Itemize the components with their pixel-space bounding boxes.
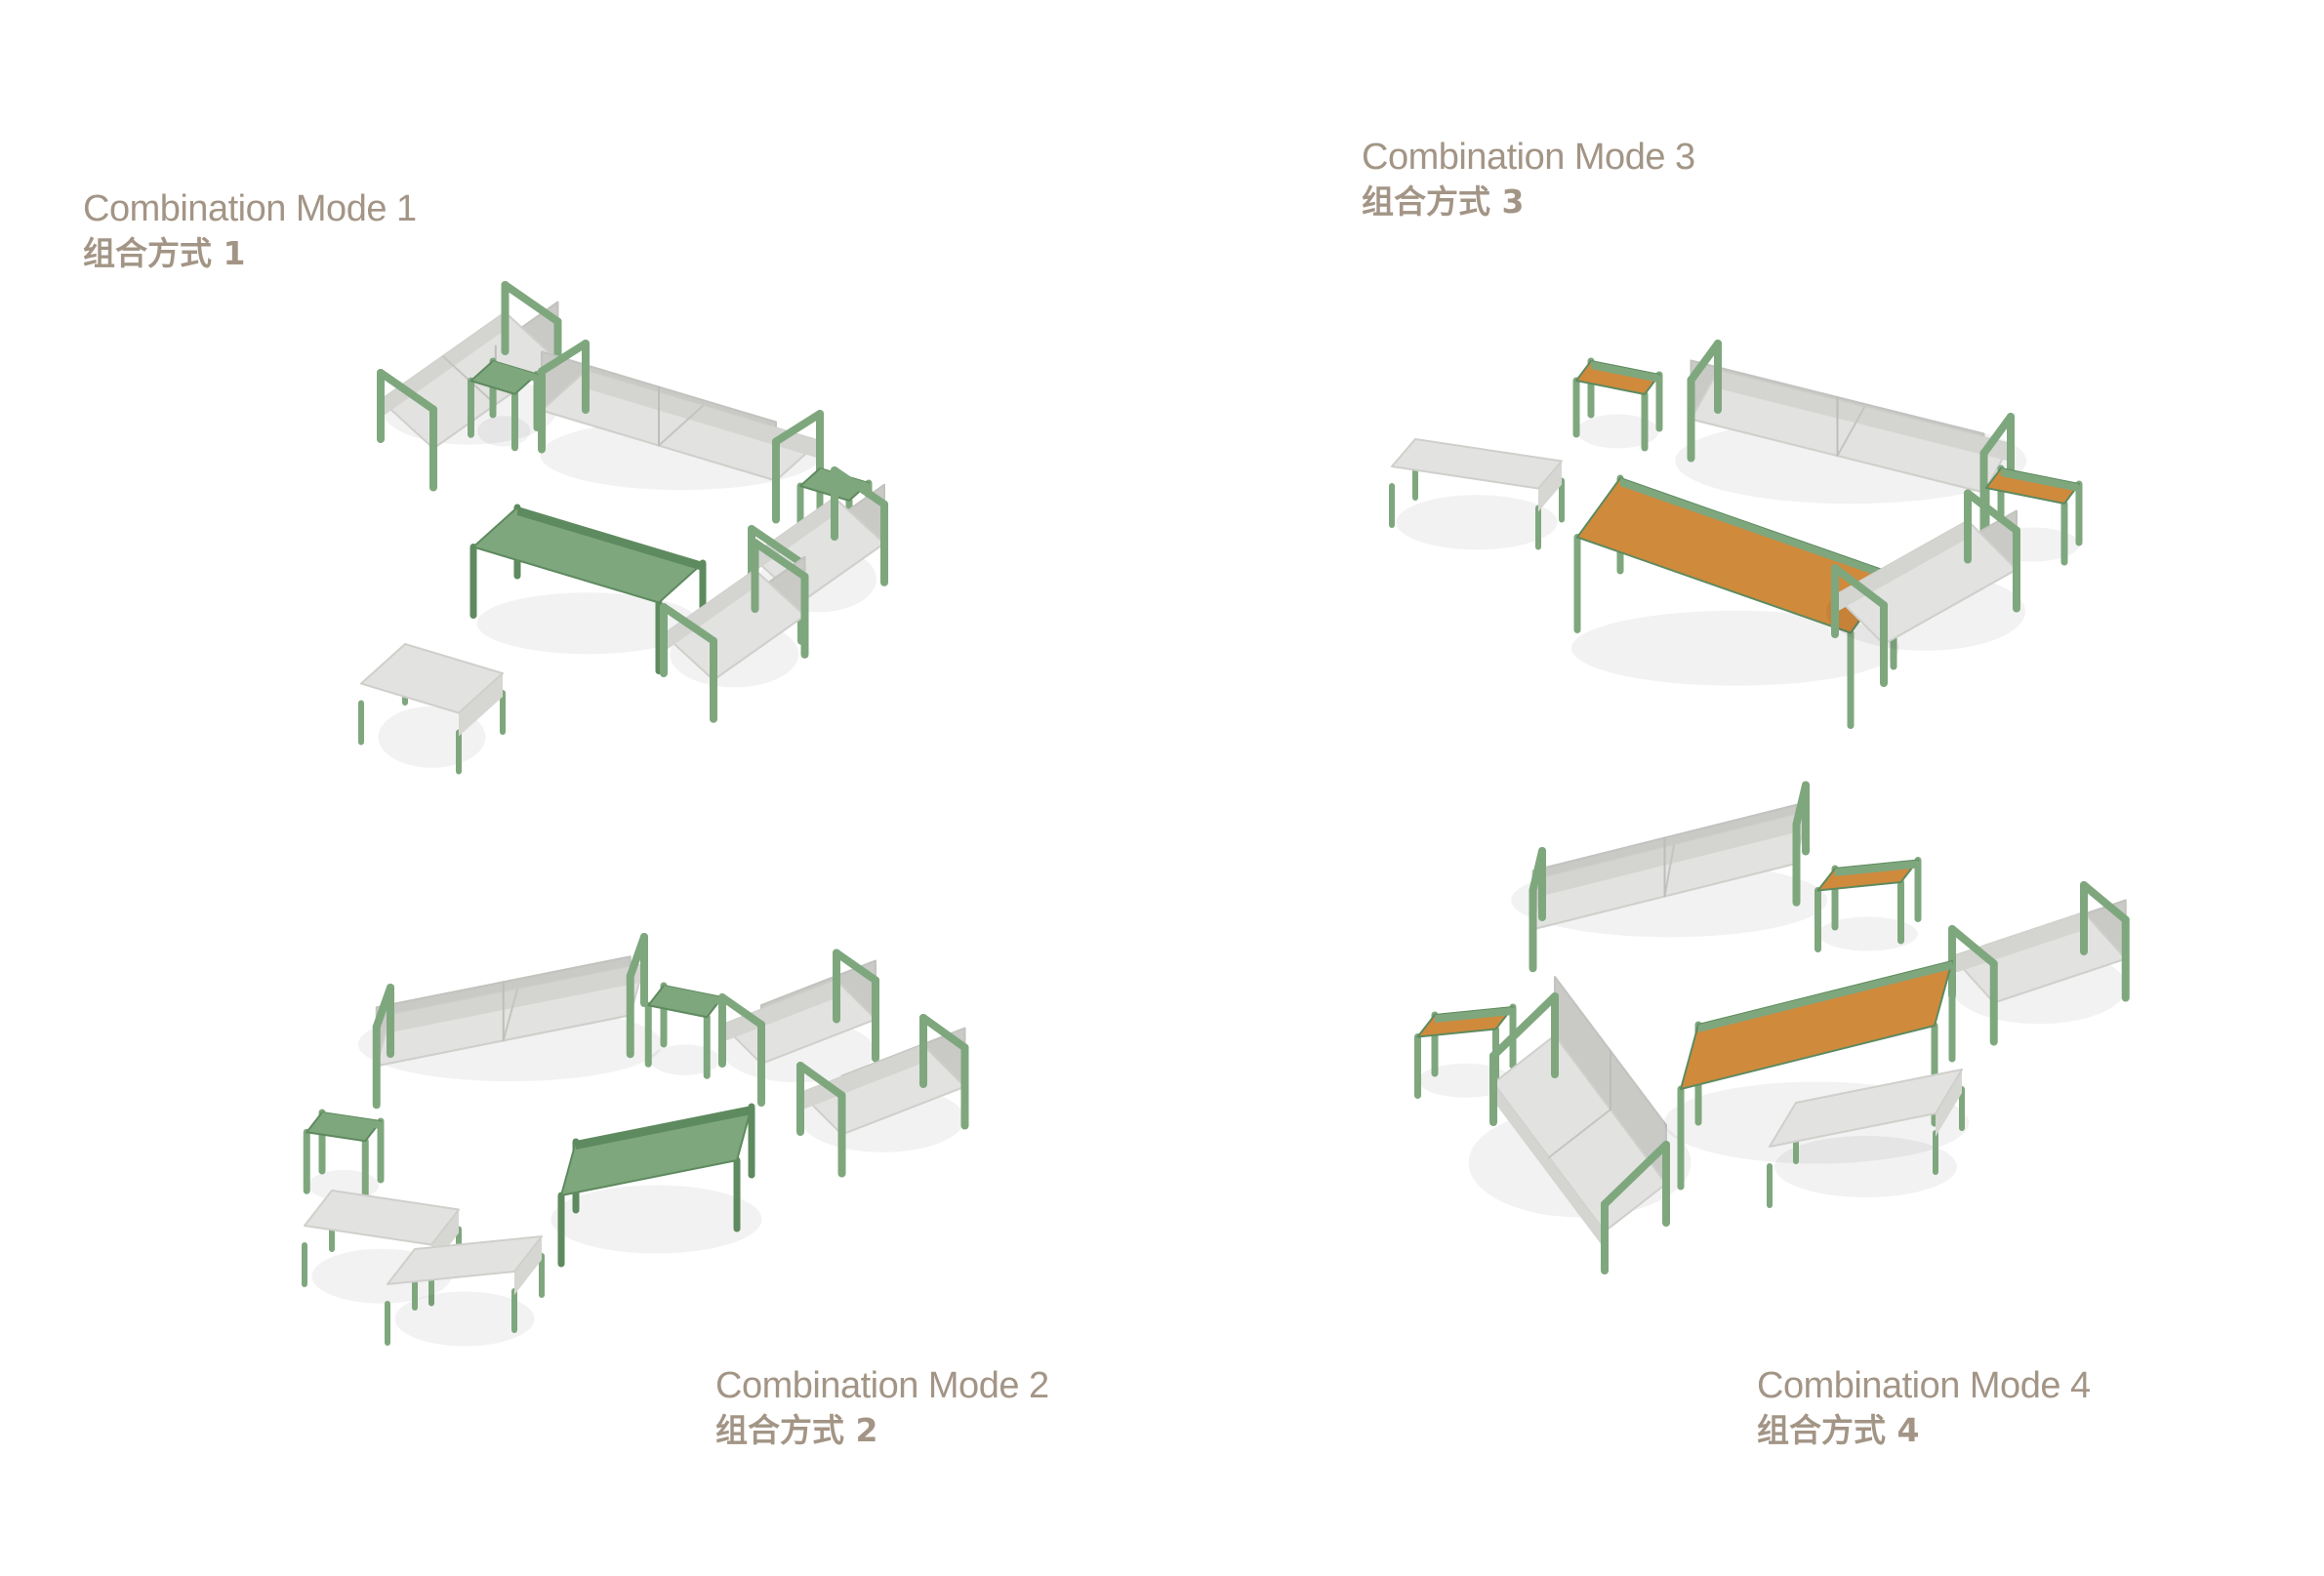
mode-3-title: Combination Mode 3 xyxy=(1362,137,1695,178)
mode-4-title: Combination Mode 4 xyxy=(1757,1365,2091,1406)
mode-3-label: Combination Mode 3 组合方式 3 xyxy=(1362,134,1695,223)
coffee-table xyxy=(550,1103,762,1268)
side-table xyxy=(1814,857,1922,952)
ottoman xyxy=(358,643,506,775)
ottoman xyxy=(1767,1069,1965,1208)
coffee-table xyxy=(1571,474,1899,729)
furniture-set-mode-4 xyxy=(1414,781,2130,1274)
three-seat-sofa xyxy=(357,933,663,1110)
loveseat xyxy=(1468,976,1692,1274)
furniture-set-mode-3 xyxy=(1389,340,2083,729)
three-seat-sofa xyxy=(1675,340,2027,536)
mode-2-subtitle: 组合方式 2 xyxy=(715,1411,878,1449)
furniture-set-mode-2 xyxy=(302,933,969,1347)
side-table-left xyxy=(303,1109,385,1203)
armchair xyxy=(1826,489,2025,687)
three-seat-sofa xyxy=(1511,781,1828,973)
mode-1-title: Combination Mode 1 xyxy=(83,188,417,229)
mode-2-title: Combination Mode 2 xyxy=(715,1365,1049,1406)
furniture-set-mode-1 xyxy=(358,281,888,775)
mode-4-subtitle: 组合方式 4 xyxy=(1757,1411,1920,1449)
mode-1-label: Combination Mode 1 组合方式 1 xyxy=(83,185,417,275)
side-table xyxy=(644,982,726,1079)
ottoman-front xyxy=(385,1235,545,1347)
armchair xyxy=(1948,881,2130,1046)
mode-4-label: Combination Mode 4 组合方式 4 xyxy=(1757,1362,2091,1452)
mode-2-label: Combination Mode 2 组合方式 2 xyxy=(715,1362,1049,1452)
coffee-table xyxy=(469,504,707,674)
armchair-right xyxy=(796,1014,969,1178)
ottoman xyxy=(1389,438,1565,550)
mode-3-subtitle: 组合方式 3 xyxy=(1362,182,1525,221)
armchair xyxy=(718,949,879,1107)
side-table-left xyxy=(1414,1003,1517,1099)
side-table xyxy=(468,357,541,452)
three-seat-sofa xyxy=(538,340,824,524)
mode-1-subtitle: 组合方式 1 xyxy=(83,234,246,272)
side-table xyxy=(1572,357,1663,452)
armchair-front xyxy=(660,539,809,723)
